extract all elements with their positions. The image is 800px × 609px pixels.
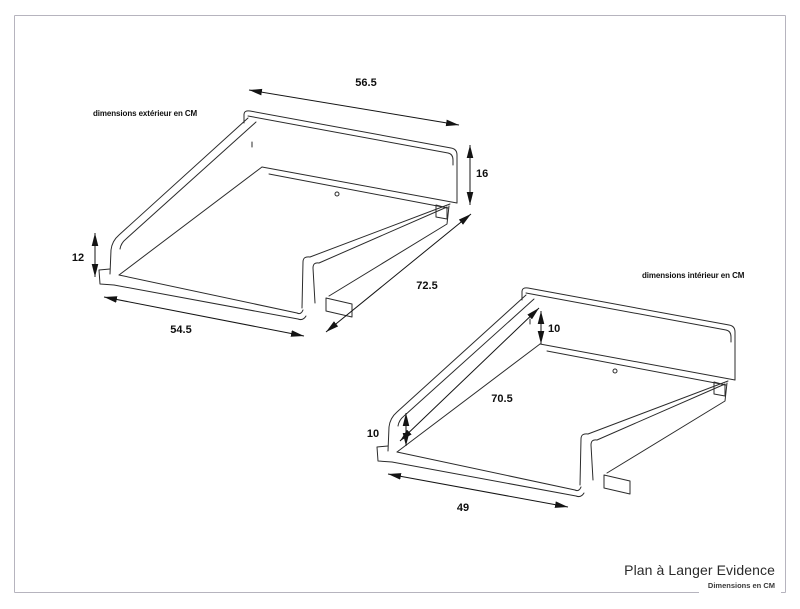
sheet-frame	[14, 15, 786, 593]
exterior-drawing: dimensions extérieur en CM 56.5 16 12 54…	[72, 77, 488, 337]
dim-value: 72.5	[416, 280, 437, 292]
dim-value: 49	[457, 502, 469, 514]
dim-line	[325, 213, 472, 333]
dim-value: 12	[72, 252, 84, 264]
dim-depth: 72.5	[325, 213, 472, 333]
exterior-drawing-label: dimensions extérieur en CM	[93, 109, 198, 118]
dim-width-bottom: 54.5	[103, 296, 305, 337]
drawing-title: Plan à Langer Evidence	[624, 562, 775, 578]
dim-value: 16	[476, 168, 488, 180]
dim-height-front-inner: 10	[367, 413, 410, 446]
interior-drawing: dimensions intérieur en CM 10 70.5 10 49	[367, 271, 745, 514]
dim-line	[399, 307, 540, 442]
interior-drawing-label: dimensions intérieur en CM	[642, 271, 745, 280]
dim-line	[248, 88, 460, 127]
dim-value: 70.5	[491, 393, 512, 405]
dim-width-inner: 49	[387, 473, 569, 514]
dim-height-front: 12	[72, 233, 99, 277]
dim-value: 10	[548, 323, 560, 335]
dim-value: 10	[367, 428, 379, 440]
dim-width-top: 56.5	[248, 77, 460, 127]
dim-value: 56.5	[355, 77, 376, 89]
dim-value: 54.5	[170, 324, 191, 336]
dim-height-back-inner: 10	[537, 311, 560, 344]
dim-height-back: 16	[466, 145, 488, 205]
dim-line	[387, 473, 569, 508]
drawing-subtitle: Dimensions en CM	[707, 581, 775, 590]
title-block: Plan à Langer Evidence Dimensions en CM	[624, 563, 775, 590]
dim-length-inner: 70.5	[399, 307, 540, 442]
tray-outline-exterior	[98, 110, 458, 321]
tray-outline-interior	[376, 287, 736, 498]
dim-line	[103, 296, 305, 337]
